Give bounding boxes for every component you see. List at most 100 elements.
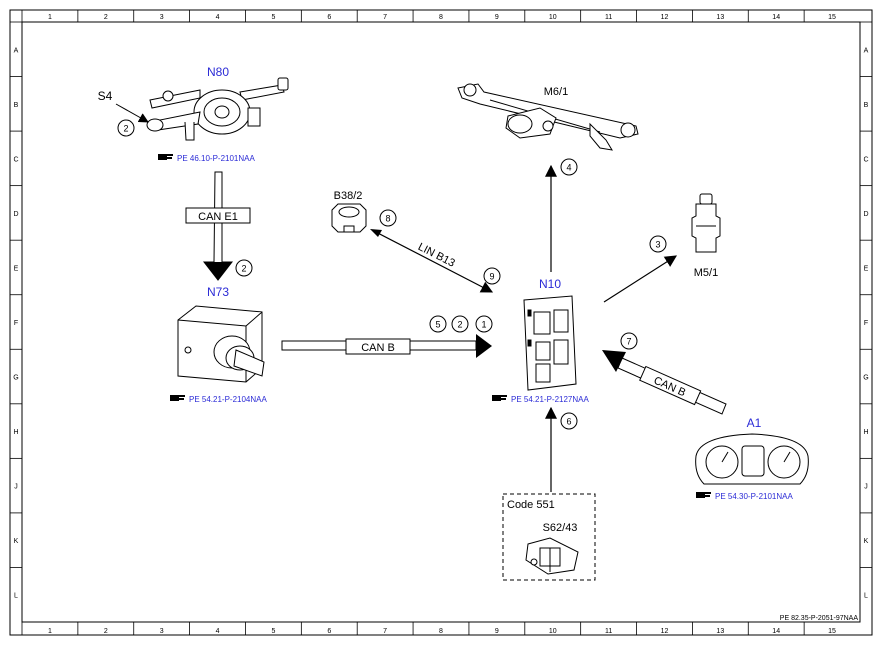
column-label-12-bottom: 12: [661, 628, 669, 635]
row-label-C-right: C: [863, 156, 868, 163]
lin-line: [371, 229, 494, 293]
column-label-11-top: 11: [605, 14, 612, 21]
code551-label: Code 551: [507, 499, 555, 511]
row-label-A-left: A: [14, 47, 19, 54]
svg-text:1: 1: [481, 320, 486, 330]
s6243-switch-illustration: [525, 537, 579, 575]
row-label-H-right: H: [863, 429, 868, 436]
m51-label: M5/1: [694, 267, 718, 279]
row-label-G-right: G: [863, 375, 868, 382]
row-label-L-left: L: [14, 593, 18, 600]
row-label-G-left: G: [13, 375, 18, 382]
column-label-15-bottom: 15: [828, 628, 836, 635]
row-label-K-right: K: [864, 538, 869, 545]
callout-5: 5: [429, 315, 447, 333]
n73-ref[interactable]: PE 54.21-P-2104NAA: [189, 395, 267, 404]
m61-wiper-illustration: [457, 83, 639, 151]
n73-ignition-illustration: [177, 305, 265, 383]
row-label-A-right: A: [864, 47, 869, 54]
a1-ref[interactable]: PE 54.30-P-2101NAA: [715, 492, 793, 501]
callout-2: 2: [451, 315, 469, 333]
column-label-3-top: 3: [160, 14, 164, 21]
reference-hand-icon: [492, 395, 507, 401]
column-label-5-top: 5: [271, 14, 275, 21]
row-label-J-left: J: [14, 484, 18, 491]
n80-ref[interactable]: PE 46.10-P-2101NAA: [177, 154, 255, 163]
callout-2: 2: [235, 259, 253, 277]
svg-text:2: 2: [123, 124, 128, 134]
column-label-15-top: 15: [828, 14, 836, 21]
callout-4: 4: [560, 158, 578, 176]
row-label-F-right: F: [864, 320, 868, 327]
column-label-11-bottom: 11: [605, 628, 612, 635]
can-b-label-left: CAN B: [361, 342, 395, 354]
column-label-14-bottom: 14: [772, 628, 780, 635]
svg-text:7: 7: [626, 337, 631, 347]
can-b-box-right: [639, 365, 702, 406]
reference-hand-icon: [696, 492, 711, 498]
svg-text:2: 2: [457, 320, 462, 330]
column-label-3-bottom: 3: [160, 628, 164, 635]
callout-6: 6: [560, 412, 578, 430]
numbered-callouts: 1 2 2 2 3 4 5 6 7 8 9: [117, 119, 667, 430]
doc-reference: PE 82.35-P-2051-97NAA: [780, 615, 859, 622]
s4-label: S4: [98, 89, 113, 103]
row-label-E-left: E: [14, 265, 19, 272]
row-label-E-right: E: [864, 265, 869, 272]
a1-cluster-illustration: [695, 433, 809, 485]
column-label-7-bottom: 7: [383, 628, 387, 635]
column-label-13-top: 13: [716, 14, 724, 21]
column-label-10-bottom: 10: [549, 628, 557, 635]
callout-7: 7: [620, 332, 638, 350]
callout-2: 2: [117, 119, 135, 137]
column-label-2-top: 2: [104, 14, 108, 21]
column-label-4-top: 4: [216, 14, 220, 21]
n10-label: N10: [539, 277, 561, 291]
a1-label: A1: [747, 416, 762, 430]
svg-text:4: 4: [566, 163, 571, 173]
lin-arrowhead-start: [370, 229, 382, 237]
column-label-1-bottom: 1: [48, 628, 52, 635]
svg-text:9: 9: [489, 272, 494, 282]
callout-8: 8: [379, 209, 397, 227]
s4-leader: [115, 103, 149, 123]
column-label-6-top: 6: [327, 14, 331, 21]
column-label-4-bottom: 4: [216, 628, 220, 635]
svg-text:2: 2: [241, 264, 246, 274]
column-label-14-top: 14: [772, 14, 780, 21]
row-label-H-left: H: [13, 429, 18, 436]
reference-hand-icon: [158, 154, 173, 160]
row-label-K-left: K: [14, 538, 19, 545]
s6243-label: S62/43: [543, 522, 578, 534]
column-label-8-bottom: 8: [439, 628, 443, 635]
row-label-F-left: F: [14, 320, 18, 327]
column-label-6-bottom: 6: [327, 628, 331, 635]
row-label-C-left: C: [13, 156, 18, 163]
column-label-13-bottom: 13: [716, 628, 724, 635]
column-label-8-top: 8: [439, 14, 443, 21]
grid-columns: 1122334455667788991010111112121313141415…: [21, 10, 836, 635]
can-e1-box: [185, 207, 251, 224]
column-label-9-top: 9: [495, 14, 499, 21]
n10-module-illustration: [523, 295, 577, 391]
callout-1: 1: [475, 315, 493, 333]
m51-motor-illustration: [691, 193, 721, 253]
n10-ref[interactable]: PE 54.21-P-2127NAA: [511, 395, 589, 404]
column-label-5-bottom: 5: [271, 628, 275, 635]
column-label-10-top: 10: [549, 14, 557, 21]
svg-text:6: 6: [566, 417, 571, 427]
code551-box: [502, 493, 596, 581]
column-label-9-bottom: 9: [495, 628, 499, 635]
row-label-B-left: B: [14, 102, 19, 109]
can-b-arrowhead-right: [602, 350, 626, 372]
can-b-arrowhead-left: [476, 334, 492, 358]
svg-text:3: 3: [655, 240, 660, 250]
m61-label: M6/1: [544, 86, 568, 98]
m51-arrow: [603, 255, 678, 303]
column-label-7-top: 7: [383, 14, 387, 21]
callout-9: 9: [483, 267, 501, 285]
n80-label: N80: [207, 65, 229, 79]
row-label-D-left: D: [13, 211, 18, 218]
b382-label: B38/2: [334, 190, 363, 202]
